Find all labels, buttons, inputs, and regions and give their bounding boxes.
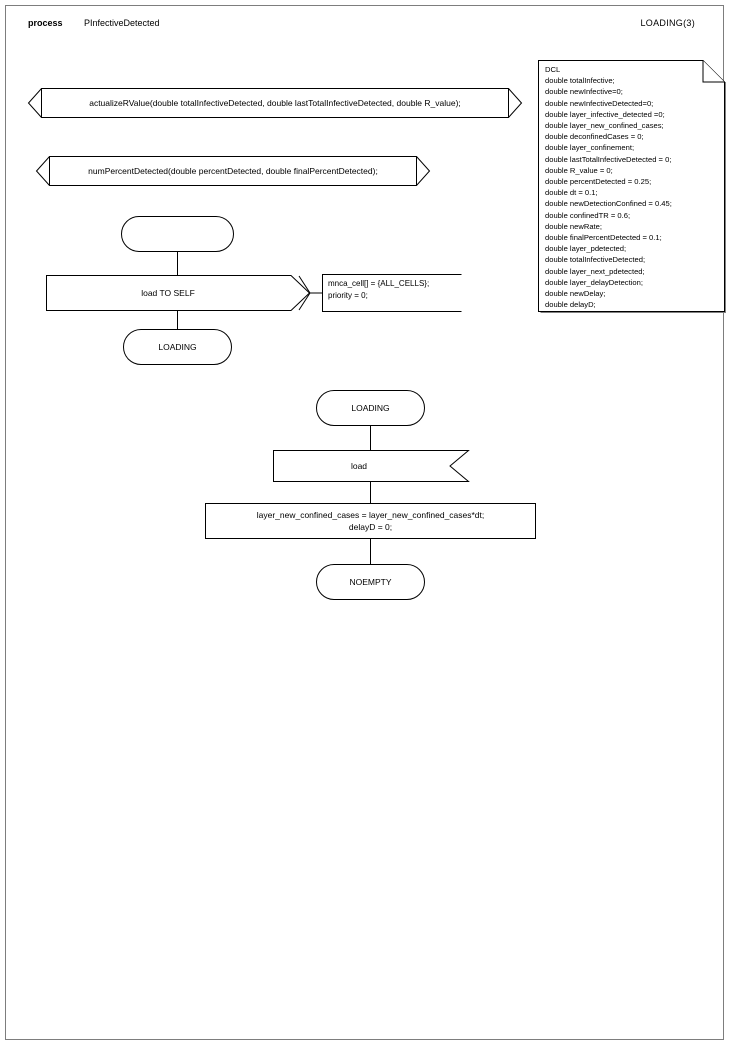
input-symbol-load: load bbox=[273, 450, 470, 482]
comment-connector-line bbox=[298, 275, 333, 311]
header-process-keyword: process bbox=[28, 18, 63, 28]
connector-task-to-state-noempty bbox=[370, 538, 371, 564]
procedure-declaration-numpercentdetected: numPercentDetected(double percentDetecte… bbox=[35, 156, 431, 186]
declaration-note: DCL double totalInfective; double newInf… bbox=[538, 60, 726, 313]
procedure-declaration-actualizervalue: actualizeRValue(double totalInfectiveDet… bbox=[27, 88, 523, 118]
declaration-text: DCL double totalInfective; double newInf… bbox=[545, 65, 672, 310]
connector-start-to-output bbox=[177, 251, 178, 276]
state-symbol-loading-1: LOADING bbox=[123, 329, 232, 365]
comment-text: mnca_cell[] = {ALL_CELLS}; priority = 0; bbox=[328, 279, 430, 300]
task-symbol: layer_new_confined_cases = layer_new_con… bbox=[205, 503, 536, 539]
page-border bbox=[5, 5, 724, 1040]
connector-output-to-state-loading-1 bbox=[177, 310, 178, 329]
state-symbol-noempty: NOEMPTY bbox=[316, 564, 425, 600]
header-page-label: LOADING(3) bbox=[640, 18, 695, 28]
header-process-name: PInfectiveDetected bbox=[84, 18, 160, 28]
comment-box: mnca_cell[] = {ALL_CELLS}; priority = 0; bbox=[322, 274, 462, 312]
start-symbol bbox=[121, 216, 234, 252]
note-shape-svg bbox=[538, 60, 726, 313]
output-symbol-load-to-self: load TO SELF bbox=[46, 275, 311, 311]
state-symbol-loading-2: LOADING bbox=[316, 390, 425, 426]
connector-state-to-input bbox=[370, 425, 371, 450]
connector-input-to-task bbox=[370, 481, 371, 504]
